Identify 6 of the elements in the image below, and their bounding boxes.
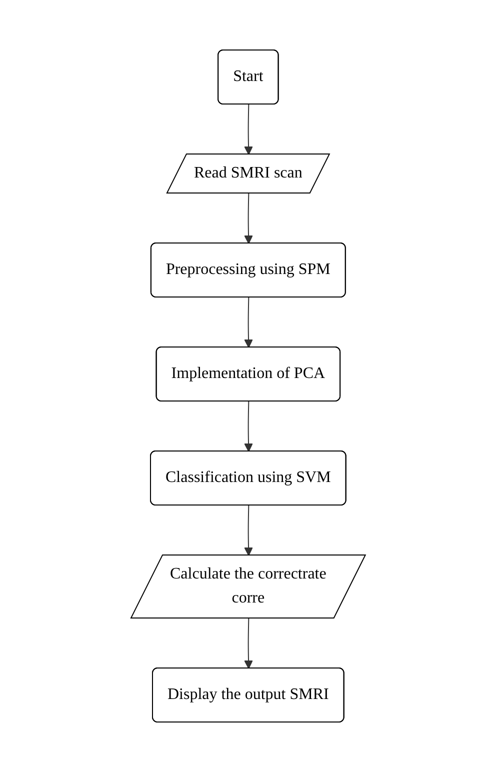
- arrow: [244, 618, 253, 669]
- arrow: [244, 104, 253, 155]
- arrow: [244, 297, 253, 348]
- arrow: [244, 505, 253, 556]
- arrow: [244, 193, 253, 244]
- arrow: [244, 401, 253, 452]
